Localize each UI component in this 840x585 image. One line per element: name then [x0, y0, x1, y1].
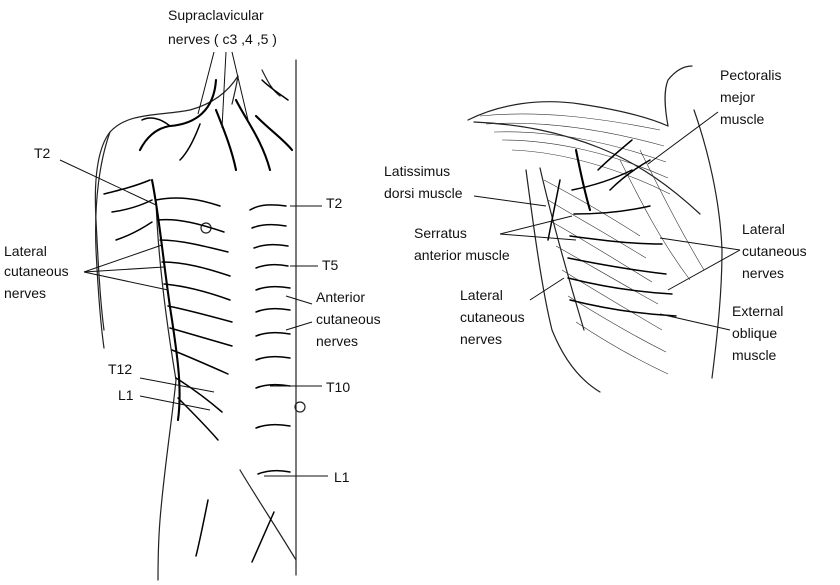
hip-outline: [239, 469, 297, 561]
label-lateral-cutaneous-mid-2: cutaneous: [460, 309, 525, 325]
label-lateral-cutaneous-right-2: cutaneous: [742, 243, 807, 259]
label-pectoralis-3: muscle: [720, 111, 765, 127]
left-figure-trunk: Supraclavicular nerves ( c3 ,4 ,5 ) T2 L…: [4, 7, 381, 581]
label-external-oblique-1: External: [732, 303, 783, 319]
label-latissimus-2: dorsi muscle: [384, 185, 463, 201]
label-serratus-2: anterior muscle: [414, 247, 510, 263]
lateral-cutaneous-nerve-branches-right: [547, 139, 677, 317]
label-lateral-cutaneous-mid-3: nerves: [460, 331, 502, 347]
label-pectoralis-1: Pectoralis: [720, 67, 781, 83]
label-lateral-cutaneous-mid-1: Lateral: [460, 287, 503, 303]
label-l1-right: L1: [334, 469, 350, 485]
right-figure-chest-wall: Pectoralis mejor muscle Latissimus dorsi…: [384, 65, 807, 393]
label-t12: T12: [108, 361, 132, 377]
label-supraclavicular-1: Supraclavicular: [168, 7, 264, 23]
label-anterior-cutaneous-3: nerves: [316, 333, 358, 349]
trunk-outline-left: [94, 75, 239, 331]
back-outline: [525, 169, 601, 393]
anterior-cutaneous-nerve-branches: [249, 204, 291, 475]
pectoral-edge: [473, 121, 701, 215]
upper-arm-outline: [664, 65, 693, 127]
label-supraclavicular-2: nerves ( c3 ,4 ,5 ): [168, 31, 277, 47]
supraclavicular-nerve-branches: [138, 78, 294, 172]
label-l1-left: L1: [118, 387, 134, 403]
label-pectoralis-2: mejor: [720, 89, 755, 105]
front-outline: [693, 109, 723, 379]
arm-outline: [95, 131, 111, 349]
right-leader-lines: [473, 111, 741, 331]
label-anterior-cutaneous-2: cutaneous: [316, 311, 381, 327]
lateral-cutaneous-nerve-branches: [103, 178, 275, 563]
umbilicus: [294, 401, 306, 413]
left-leader-lines: [59, 51, 328, 477]
label-t10: T10: [326, 379, 350, 395]
label-lateral-cutaneous-left-1: Lateral: [4, 243, 47, 259]
label-lateral-cutaneous-left-2: cutaneous: [4, 263, 69, 279]
label-t2-left: T2: [34, 145, 51, 161]
shoulder-outline: [467, 101, 669, 127]
label-external-oblique-2: oblique: [732, 325, 777, 341]
label-lateral-cutaneous-left-3: nerves: [4, 285, 46, 301]
label-external-oblique-3: muscle: [732, 347, 777, 363]
neck-outline: [231, 69, 281, 105]
muscle-fiber-hatching: [479, 113, 705, 375]
label-lateral-cutaneous-right-1: Lateral: [742, 221, 785, 237]
label-latissimus-1: Latissimus: [384, 163, 450, 179]
label-lateral-cutaneous-right-3: nerves: [742, 265, 784, 281]
label-t5: T5: [322, 257, 339, 273]
label-t2-right: T2: [326, 195, 343, 211]
latissimus-edge: [539, 167, 585, 331]
label-serratus-1: Serratus: [414, 225, 467, 241]
flank-outline: [155, 199, 177, 581]
label-anterior-cutaneous-1: Anterior: [316, 289, 365, 305]
